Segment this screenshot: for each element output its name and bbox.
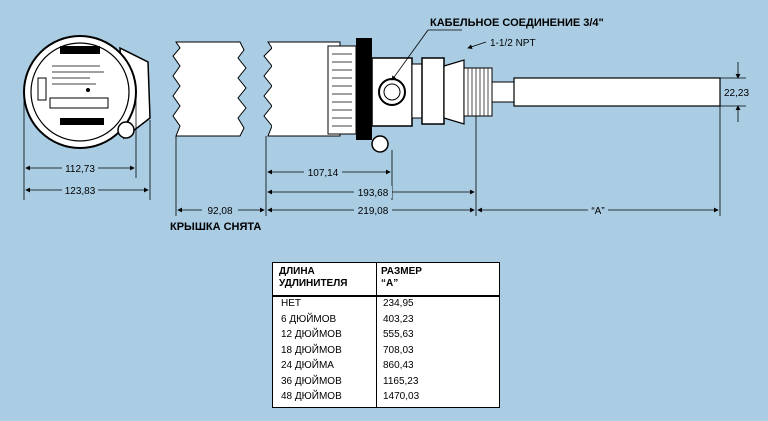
row-length: 6 ДЮЙМОВ: [281, 313, 337, 325]
dim-text-d2: 123,83: [65, 186, 96, 197]
dimension-112-73: 112,73: [25, 162, 135, 175]
row-size: 708,03: [383, 344, 414, 356]
dim-text-d6: 219,08: [358, 206, 389, 217]
row-length: 18 ДЮЙМОВ: [281, 344, 342, 356]
header-length-line2: УДЛИНИТЕЛЯ: [279, 278, 348, 289]
dimension-123-83: 123,83: [25, 184, 149, 197]
row-length: 36 ДЮЙМОВ: [281, 375, 342, 387]
header-size-line1: РАЗМЕР: [381, 266, 422, 277]
dim-text-d1: 112,73: [65, 164, 95, 175]
table-row: 24 ДЮЙМА 860,43: [273, 359, 499, 375]
row-size: 403,23: [383, 313, 414, 325]
dim-text-d4: 193,68: [358, 188, 389, 199]
row-size: 1165,23: [383, 375, 419, 387]
table-body: НЕТ 234,95 6 ДЮЙМОВ 403,23 12 ДЮЙМОВ 555,63…: [273, 297, 499, 406]
table-row: НЕТ 234,95: [273, 297, 499, 313]
dimension-219-08: 219,08: [267, 204, 475, 217]
dimension-107-14: 107,14: [267, 166, 391, 179]
dim-text-d3: 107,14: [308, 168, 339, 179]
header-size-line2: “A”: [381, 278, 399, 289]
row-size: 234,95: [383, 298, 414, 309]
table-divider: [376, 263, 377, 407]
row-length: 12 ДЮЙМОВ: [281, 329, 342, 340]
table-row: 6 ДЮЙМОВ 403,23: [273, 313, 499, 329]
dimension-193-68: 193,68: [267, 186, 475, 199]
table-row: 18 ДЮЙМОВ 708,03: [273, 344, 499, 360]
side-view: [263, 38, 746, 216]
npt-label: 1-1/2 NPT: [490, 38, 536, 49]
dim-text-d5: 92,08: [207, 206, 232, 217]
dim-text-a: “A”: [591, 206, 604, 217]
front-view: [23, 35, 151, 200]
table-header-length: ДЛИНА УДЛИНИТЕЛЯ: [279, 266, 373, 290]
table-row: 36 ДЮЙМОВ 1165,23: [273, 375, 499, 391]
table-header-size: РАЗМЕР “A”: [381, 266, 491, 290]
table-row: 12 ДЮЙМОВ 555,63: [273, 328, 499, 344]
row-size: 860,43: [383, 360, 414, 371]
header-length-line1: ДЛИНА: [279, 266, 315, 277]
table-header: [273, 263, 499, 297]
dim-text-d7: 22,23: [724, 88, 749, 99]
row-size: 1470,03: [383, 391, 420, 402]
row-length: 48 ДЮЙМОВ: [281, 391, 342, 402]
extension-table: ДЛИНА УДЛИНИТЕЛЯ РАЗМЕР “A” НЕТ 234,95 6 …: [272, 262, 500, 408]
dimension-22-23: 22,23: [724, 62, 749, 122]
row-length: НЕТ: [281, 298, 301, 309]
removed-cover: [172, 41, 247, 216]
cable-connection-label: КАБЕЛЬНОЕ СОЕДИНЕНИЕ 3/4": [430, 17, 604, 29]
table-row: 48 ДЮЙМОВ 1470,03: [273, 390, 499, 406]
dimension-a: “A”: [477, 204, 719, 217]
cover-removed-label: КРЫШКА СНЯТА: [170, 221, 261, 233]
dimension-92-08: 92,08: [177, 204, 265, 217]
callout-npt: 1-1/2 NPT: [467, 38, 536, 50]
callout-cable-connection: КАБЕЛЬНОЕ СОЕДИНЕНИЕ 3/4": [391, 17, 604, 81]
row-length: 24 ДЮЙМА: [281, 360, 334, 371]
row-size: 555,63: [383, 329, 414, 340]
